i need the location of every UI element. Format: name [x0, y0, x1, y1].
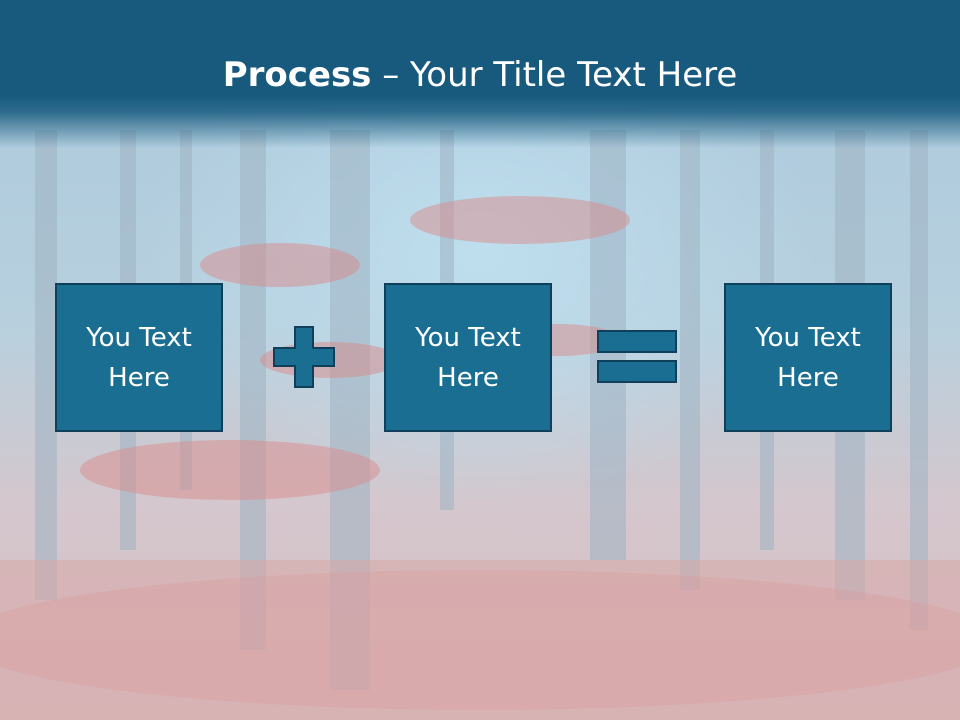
process-box-1[interactable]: You Text Here — [55, 283, 223, 432]
process-box-1-line2: Here — [108, 362, 170, 393]
slide-title-text: – Your Title Text Here — [371, 55, 738, 95]
equals-icon — [597, 330, 677, 384]
title-bar: Process – Your Title Text Here — [0, 0, 960, 148]
process-box-2-text: You Text Here — [398, 318, 538, 398]
slide-title: Process – Your Title Text Here — [0, 55, 960, 95]
process-box-2-line2: Here — [437, 362, 499, 393]
slide-title-bold: Process — [222, 55, 372, 95]
process-box-3-line1: You Text — [755, 322, 861, 353]
process-box-3[interactable]: You Text Here — [724, 283, 892, 432]
process-box-2-line1: You Text — [415, 322, 521, 353]
plus-icon — [273, 326, 335, 388]
process-box-1-text: You Text Here — [69, 318, 209, 398]
process-box-3-line2: Here — [777, 362, 839, 393]
process-box-1-line1: You Text — [86, 322, 192, 353]
process-box-3-text: You Text Here — [738, 318, 878, 398]
process-box-2[interactable]: You Text Here — [384, 283, 552, 432]
